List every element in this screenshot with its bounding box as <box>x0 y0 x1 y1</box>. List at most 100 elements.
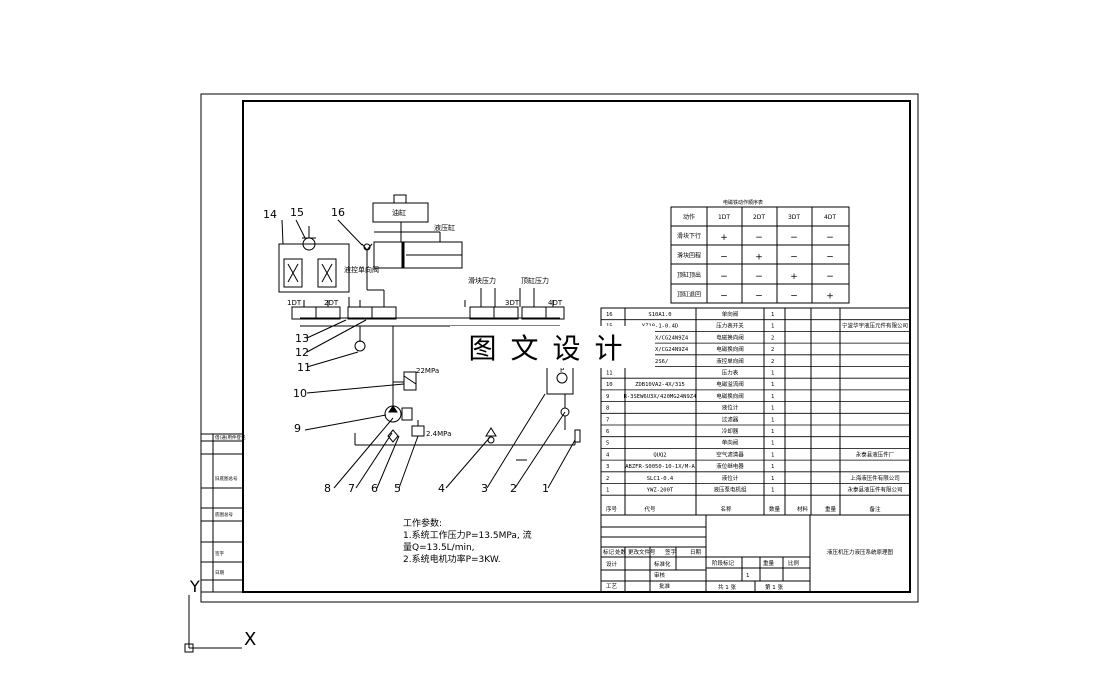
bom-code-13: 4WE6J-3X/CG24N9Z4 <box>632 347 689 353</box>
bom-code-2: SLC1-0.4 <box>647 476 674 482</box>
sol-cell-1-1: − <box>720 253 728 263</box>
callout-3: 3 <box>481 482 488 495</box>
label-pressure-high: 22MPa <box>416 367 439 375</box>
sol-cell-0-0: 滑块下行 <box>677 232 701 240</box>
bom-no-5: 5 <box>606 441 609 447</box>
callout-10: 10 <box>293 387 307 400</box>
bom-note-1: 永泰县液压件有限公司 <box>847 486 902 494</box>
label-circuit-a: 滑块压力 <box>468 276 496 285</box>
callout-15: 15 <box>290 206 304 219</box>
bom-qty-13: 2 <box>771 347 774 353</box>
solenoid-table-title: 电磁铁动作顺序表 <box>723 199 763 206</box>
valve-14-left <box>283 258 303 288</box>
sol-header-2: 2DT <box>753 214 765 221</box>
bom-qty-5: 1 <box>771 441 774 447</box>
callout-9: 9 <box>294 422 301 435</box>
bom-name-3: 液位继电器 <box>716 462 744 470</box>
bom-name-11: 压力表 <box>722 369 739 377</box>
sol-cell-3-4: + <box>826 292 834 302</box>
bom-no-3: 3 <box>606 464 609 470</box>
tb-stage: 阶段标记 <box>712 559 735 567</box>
ucs-x-label: X <box>244 629 256 650</box>
sol-cell-0-4: − <box>826 233 834 243</box>
callout-14: 14 <box>263 208 277 221</box>
bom-no-8: 8 <box>606 406 609 412</box>
bom-note-4: 永泰县液压件厂 <box>856 450 895 458</box>
bom-no-1: 1 <box>606 488 609 494</box>
strip-base: 底图总号 <box>215 511 233 518</box>
sol-cell-3-2: − <box>755 292 763 302</box>
sol-cell-1-3: − <box>790 253 798 263</box>
bom-name-5: 单向阀 <box>722 439 739 447</box>
tb-design: 设计 <box>606 560 618 568</box>
strip-reg: 借(通)用件登记 <box>215 434 246 441</box>
bom-name-4: 空气滤清器 <box>716 450 744 458</box>
strip-sign: 签字 <box>215 550 224 557</box>
bom-code-12: Z2S6/ <box>652 359 669 365</box>
bom-name-15: 压力表开关 <box>716 322 744 330</box>
bom-name-8: 液位计 <box>722 404 739 412</box>
callout-16: 16 <box>331 206 345 219</box>
sol-header-1: 1DT <box>718 214 730 221</box>
sol-cell-1-4: − <box>826 253 834 263</box>
bom-qty-16: 1 <box>771 312 774 318</box>
bom-no-9: 9 <box>606 394 609 400</box>
bom-code-4: QUQ2 <box>653 452 666 458</box>
callout-5: 5 <box>394 482 401 495</box>
callout-4: 4 <box>438 482 445 495</box>
bom-code-15: YZ10-1-0.4D <box>642 324 678 330</box>
callout-8: 8 <box>324 482 331 495</box>
bom-qty-6: 1 <box>771 429 774 435</box>
callout-12: 12 <box>295 346 309 359</box>
notes-line2: 量Q=13.5L/min, <box>403 542 475 553</box>
tb-check: 审核 <box>654 571 666 579</box>
bom-header-1: 代号 <box>644 505 656 513</box>
label-3dt: 3DT <box>505 299 520 307</box>
bom-name-10: 电磁溢流阀 <box>716 380 744 388</box>
bom-no-4: 4 <box>606 452 610 458</box>
label-1dt: 1DT <box>287 299 302 307</box>
bom-header-2: 名称 <box>720 505 732 513</box>
hydraulic-schematic <box>278 194 581 489</box>
ucs-icon <box>184 595 242 653</box>
sol-cell-0-2: − <box>755 233 763 243</box>
sol-cell-3-3: − <box>790 292 798 302</box>
watermark: 图文设计 <box>450 326 655 368</box>
strip-date: 日期 <box>215 570 224 576</box>
bom-code-14: 4WE6E-3X/CG24N9Z4 <box>632 335 689 341</box>
callout-2: 2 <box>510 482 517 495</box>
bom-qty-14: 2 <box>771 335 774 341</box>
sol-cell-1-2: + <box>755 253 763 263</box>
sol-cell-3-1: − <box>720 292 728 302</box>
bom-name-6: 冷却器 <box>722 427 739 435</box>
bom-note-2: 上海液压件有限公司 <box>850 474 900 482</box>
label-4dt: 4DT <box>548 299 563 307</box>
tb-one: 1 <box>746 573 750 579</box>
bom-code-9: R-3SEW6U3X/420MG24N9Z4 <box>624 394 698 400</box>
bom-code-16: S10A1.0 <box>648 312 671 318</box>
tb-label-sign: 签字 <box>665 548 677 556</box>
tb-label-date: 日期 <box>690 549 702 556</box>
bom-qty-12: 2 <box>771 359 774 365</box>
sol-cell-2-2: − <box>755 272 763 282</box>
valve-1dt <box>291 306 317 320</box>
tb-label-count: 处数 <box>615 548 627 556</box>
sol-cell-2-1: − <box>720 272 728 282</box>
ucs-y-label: Y <box>189 577 200 596</box>
bom-no-16: 16 <box>606 312 613 318</box>
bom-qty-10: 1 <box>771 382 774 388</box>
notes-title: 工作参数: <box>403 517 442 529</box>
strip-old: 旧底图总号 <box>215 475 238 482</box>
sol-cell-2-4: − <box>826 272 834 282</box>
callout-7: 7 <box>348 482 355 495</box>
sol-cell-2-0: 顶缸顶出 <box>677 271 701 279</box>
drawing-name: 液压机压力液压系统原理图 <box>827 548 894 556</box>
sol-header-3: 3DT <box>788 214 800 221</box>
bom-header-0: 序号 <box>606 505 618 513</box>
bom-name-7: 过滤器 <box>722 415 739 423</box>
bom-name-16: 单向阀 <box>722 310 739 318</box>
bom-name-2: 液位计 <box>722 474 739 482</box>
sol-cell-3-0: 顶缸退回 <box>677 291 701 299</box>
bom-qty-9: 1 <box>771 394 774 400</box>
